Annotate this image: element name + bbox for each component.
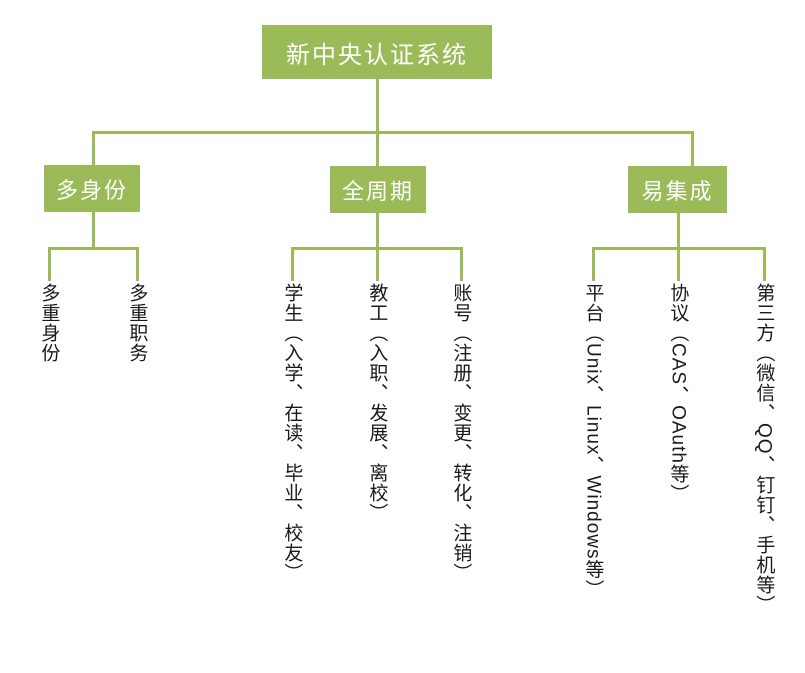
leaf-label-third-party: 第三方（微信、QQ、钉钉、手机等） [753, 283, 775, 615]
root-node-central-auth-system[interactable]: 新中央认证系统 [262, 25, 492, 79]
connector-leaf-drop-account [460, 247, 463, 281]
connector-leaf-drop-protocol [677, 247, 680, 281]
connector-leaf-drop-third-party [763, 247, 766, 281]
connector-leaf-drop-staff [376, 247, 379, 281]
connector-level2-bus [92, 131, 694, 134]
leaf-label-staff-lifecycle: 教工（入职、发展、离校） [366, 283, 388, 523]
connector-leaf-drop-multiple-positions [136, 247, 139, 281]
branch-node-full-lifecycle[interactable]: 全周期 [330, 166, 426, 213]
connector-leaf-drop-multiple-identities [48, 247, 51, 281]
connector-multi-identity-stem [92, 212, 95, 249]
connector-leaf-drop-student [291, 247, 294, 281]
connector-full-cycle-stem [376, 213, 379, 249]
leaf-label-multiple-positions: 多重职务 [126, 283, 148, 363]
connector-easy-integrate-stem [677, 213, 680, 249]
connector-multi-identity-bus [48, 247, 139, 250]
connector-drop-easy-integrate [691, 131, 694, 167]
connector-root-stem [376, 79, 379, 132]
branch-node-multi-identity[interactable]: 多身份 [44, 165, 140, 212]
connector-drop-full-cycle [376, 131, 379, 167]
leaf-label-platform: 平台（Unix、Linux、Windows等） [582, 283, 604, 600]
connector-drop-multi-identity [92, 131, 95, 166]
leaf-label-protocol: 协议（CAS、OAuth等） [667, 283, 689, 504]
branch-node-easy-integration[interactable]: 易集成 [628, 166, 727, 213]
leaf-label-multiple-identities: 多重身份 [38, 283, 60, 363]
connector-leaf-drop-platform [592, 247, 595, 281]
leaf-label-account-lifecycle: 账号（注册、变更、转化、注销） [450, 283, 472, 583]
leaf-label-student-lifecycle: 学生（入学、在读、毕业、校友） [281, 283, 303, 583]
